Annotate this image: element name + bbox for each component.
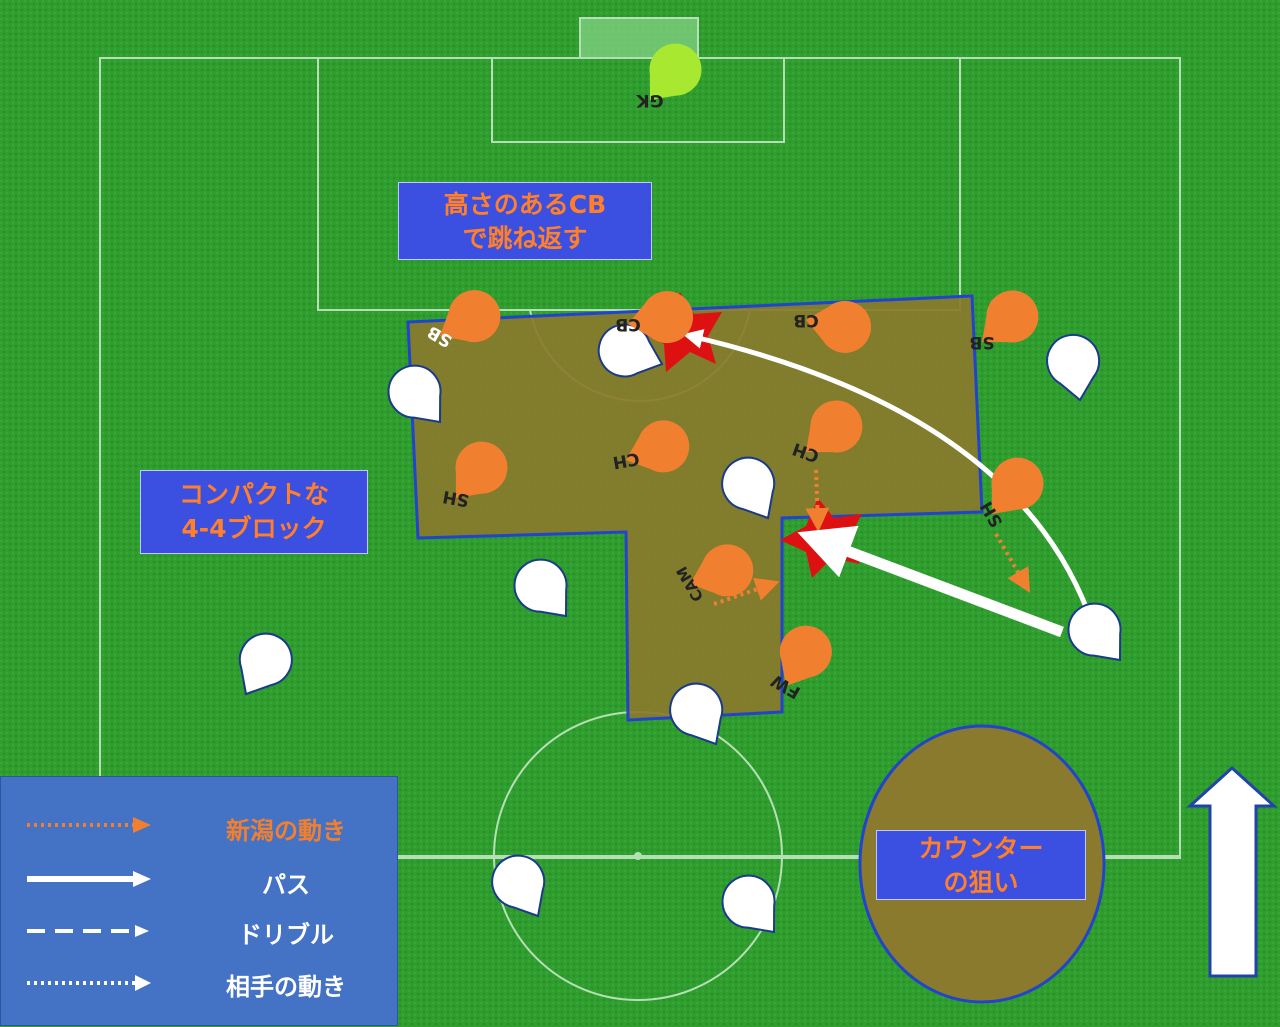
callout-line: の狙い [943,868,1019,897]
opponent-player [721,456,776,520]
player-label: CB [793,310,818,330]
opponent-player [1067,602,1122,662]
niigata-move-arrows [713,469,1030,606]
player-label: SB [969,332,994,352]
cb-player-left: CB [615,291,694,344]
legend-symbols [27,817,151,991]
opponent-players [238,323,1122,934]
callout-line: カウンター [918,834,1044,863]
up-arrow-icon [1186,765,1278,978]
legend-pass: パス [262,871,310,899]
dribble-arrowhead [135,925,149,937]
pass-arrowhead [133,871,151,887]
legend-opponent-move: 相手の動き [226,973,346,1001]
callout-tall-cb: 高さのあるCB で跳ね返す [398,182,652,260]
callout-line: 高さのあるCB [443,190,607,219]
pass-arrow [797,525,1064,638]
legend-niigata-move: 新潟の動き [226,817,346,845]
legend-dribble: ドリブル [238,921,334,949]
opponent-player [513,558,568,618]
ch-player-left: CH [611,420,690,473]
callout-line: コンパクトな [178,480,329,509]
goal-area [491,57,785,143]
cam-move-arrow [713,577,780,606]
opponent-player [387,364,442,424]
opponent-player [669,682,724,746]
player-label: GK [636,90,664,110]
opponent-player [491,854,546,918]
sb-player-right: SB [969,290,1039,352]
legend: 新潟の動き パス ドリブル 相手の動き [0,776,398,1026]
player-label: CB [615,314,640,334]
gk-player: GK [636,43,702,110]
ch-move-arrow [805,469,830,532]
opponent-player [721,874,776,934]
opponent-player [238,632,293,696]
callout-compact-block: コンパクトな 4-4ブロック [140,470,368,554]
opponent-player [1046,333,1101,402]
callout-counter: カウンター の狙い [876,830,1086,900]
center-spot [634,852,642,860]
callout-line: 4-4ブロック [181,514,327,543]
player-label: CH [611,448,641,472]
niigata-move-arrowhead [133,817,151,833]
sh-player-left: SH [441,441,508,510]
opponent-move-arrowhead [135,975,151,991]
callout-line: で跳ね返す [462,224,588,253]
long-pass-arrow [682,329,1091,613]
cb-player-right: CB [793,300,872,353]
sh-move-arrow [994,533,1030,593]
player-label: SH [441,486,471,510]
